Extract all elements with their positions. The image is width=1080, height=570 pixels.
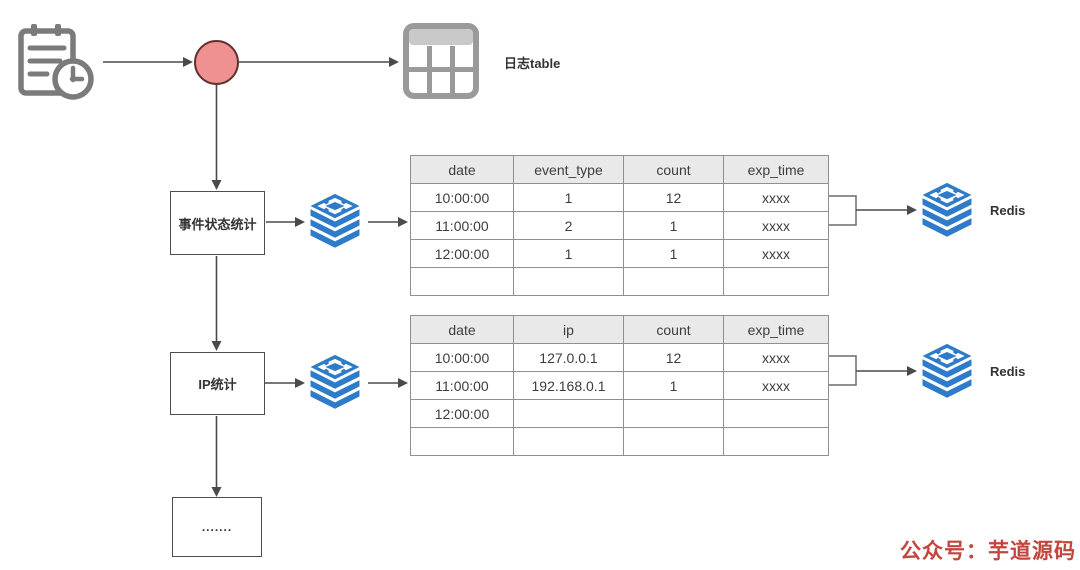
redis-label: Redis — [990, 364, 1026, 379]
table-cell — [623, 267, 724, 296]
more-box-label: ....... — [201, 520, 233, 534]
table-cell: 12 — [623, 183, 724, 212]
column-header: count — [623, 315, 724, 344]
table-cell: 1 — [513, 239, 624, 268]
junction-node — [194, 40, 239, 85]
table-cell: 192.168.0.1 — [513, 371, 624, 400]
watermark-text: 公众号：芋道源码 — [900, 540, 1076, 563]
redis-label: Redis — [990, 203, 1026, 218]
table-cell — [723, 399, 829, 428]
column-header: date — [410, 155, 514, 184]
merge-bracket-2 — [827, 355, 857, 386]
table-cell: xxxx — [723, 183, 829, 212]
ip-stats-box: IP统计 — [170, 352, 265, 415]
arrowhead — [211, 341, 222, 351]
table-cell: xxxx — [723, 343, 829, 372]
table-cell — [410, 427, 514, 456]
table-cell — [410, 267, 514, 296]
redis-icon — [918, 181, 976, 244]
event-stats-box-label: 事件状态统计 — [178, 216, 257, 232]
table-row: 12:00:00 — [410, 399, 829, 428]
table-cell: xxxx — [723, 211, 829, 240]
table-row — [410, 427, 829, 456]
table-cell — [513, 427, 624, 456]
table-cell: 127.0.0.1 — [513, 343, 624, 372]
column-header: count — [623, 155, 724, 184]
arrowhead — [398, 217, 408, 227]
arrowhead — [211, 180, 222, 190]
table-cell: 1 — [623, 239, 724, 268]
table-cell: 12 — [623, 343, 724, 372]
table-cell: xxxx — [723, 239, 829, 268]
table-cell: xxxx — [723, 371, 829, 400]
table-cell — [723, 267, 829, 296]
redis-icon — [918, 342, 976, 405]
table-cell: 10:00:00 — [410, 183, 514, 212]
arrowhead — [295, 217, 305, 227]
event-stats-box: 事件状态统计 — [170, 191, 265, 255]
table-cell: 1 — [623, 211, 724, 240]
log-table-label: 日志table — [504, 56, 561, 71]
arrowhead — [907, 366, 917, 376]
table-cell — [723, 427, 829, 456]
redis-stack-icon — [306, 353, 364, 416]
table-cell: 12:00:00 — [410, 399, 514, 428]
table-row — [410, 267, 829, 296]
ip-stats-box-label: IP统计 — [198, 377, 237, 392]
table-cell: 11:00:00 — [410, 211, 514, 240]
arrowhead — [295, 378, 305, 388]
arrowhead — [211, 487, 222, 497]
column-header: exp_time — [723, 155, 829, 184]
column-header: event_type — [513, 155, 624, 184]
column-header: exp_time — [723, 315, 829, 344]
table-cell: 12:00:00 — [410, 239, 514, 268]
table-cell: 1 — [513, 183, 624, 212]
merge-bracket-1 — [827, 195, 857, 226]
column-header: date — [410, 315, 514, 344]
table-grid-icon — [402, 22, 480, 105]
more-box: ....... — [172, 497, 262, 557]
table-cell: 10:00:00 — [410, 343, 514, 372]
table-cell: 2 — [513, 211, 624, 240]
table-cell: 1 — [623, 371, 724, 400]
arrowhead — [907, 205, 917, 215]
table-cell — [513, 399, 624, 428]
arrowhead — [183, 57, 193, 67]
column-header: ip — [513, 315, 624, 344]
table-cell: 11:00:00 — [410, 371, 514, 400]
table-cell — [513, 267, 624, 296]
table-cell — [623, 427, 724, 456]
arrowhead — [389, 57, 399, 67]
redis-stack-icon — [306, 192, 364, 255]
arrowhead — [398, 378, 408, 388]
calendar-clock-icon — [14, 22, 98, 109]
table-cell — [623, 399, 724, 428]
